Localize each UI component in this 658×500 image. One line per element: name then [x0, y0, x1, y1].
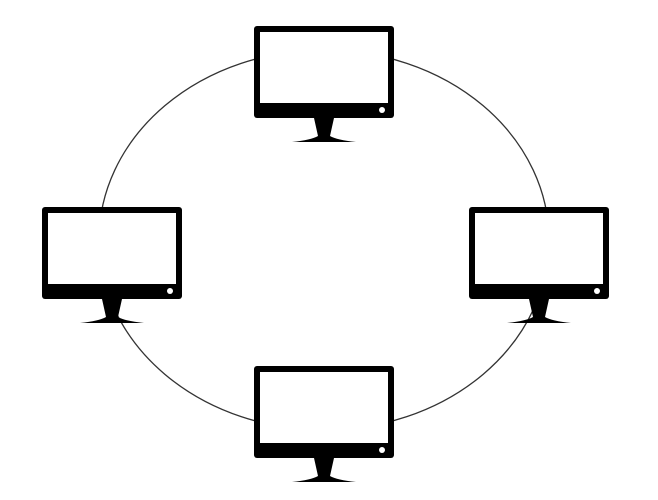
ring-topology-diagram — [42, 26, 609, 482]
